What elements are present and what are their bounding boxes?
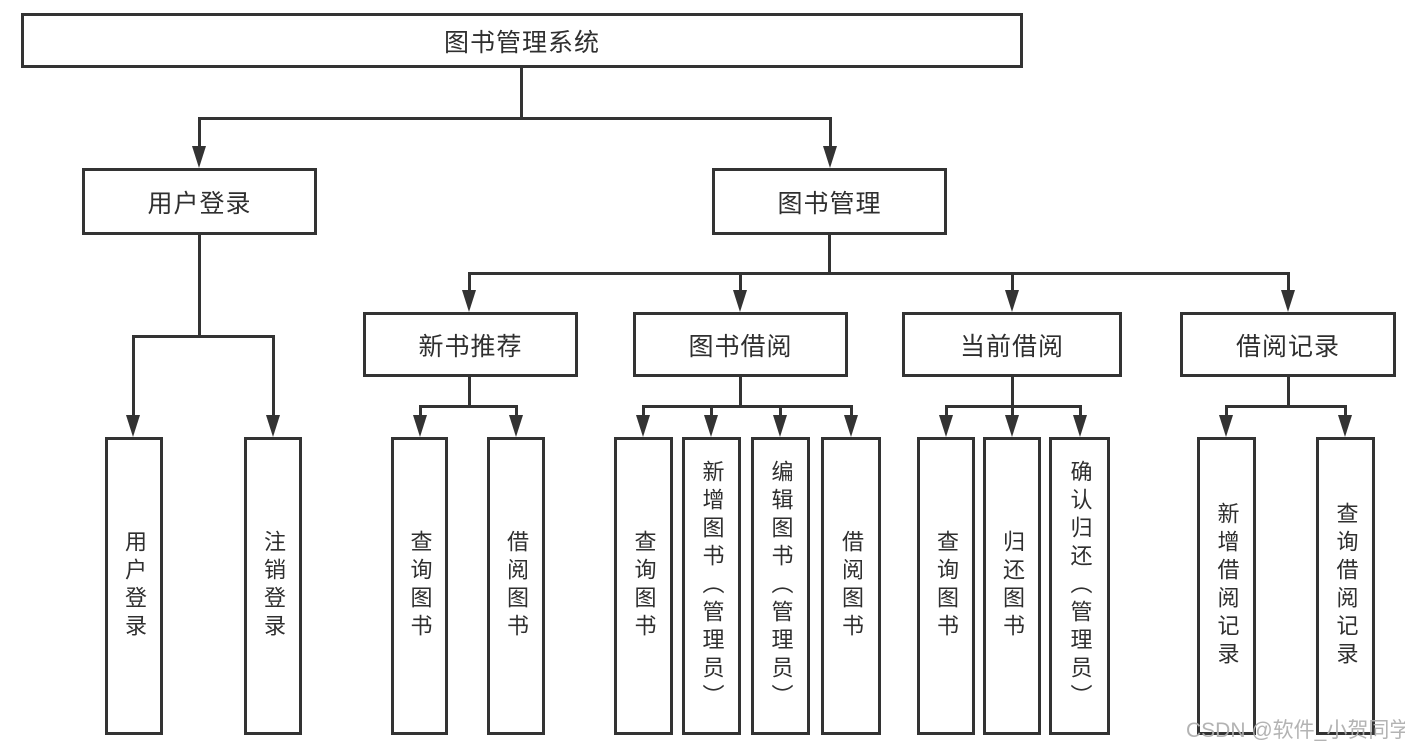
connector-drop-borrow: [739, 272, 742, 292]
arrow-records: [1281, 290, 1295, 312]
leaf-add-book-admin: 新增图书（管理员）: [682, 437, 741, 735]
node-user-login: 用户登录: [82, 168, 317, 235]
connector-current-stem: [1011, 377, 1014, 405]
leaf-borrow-book-label: 借阅图书: [839, 530, 864, 642]
connector-drop: [779, 405, 782, 417]
leaf-return-book: 归还图书: [983, 437, 1041, 735]
csdn-watermark: CSDN @软件_小贺同学: [1186, 719, 1405, 742]
node-new-book-recommend-label: 新书推荐: [418, 332, 523, 361]
leaf-recommend-borrow-book-label: 借阅图书: [504, 530, 529, 642]
leaf-borrow-book: 借阅图书: [821, 437, 881, 735]
connector-root-stem: [520, 68, 523, 117]
connector-drop: [515, 405, 518, 417]
connector-borrow-bar: [642, 405, 853, 408]
arrow-leaf: [844, 415, 858, 437]
leaf-edit-book-admin-label: 编辑图书（管理员）: [768, 460, 794, 712]
arrow-book-mgmt: [823, 146, 837, 168]
connector-drop: [1344, 405, 1347, 417]
arrow-user-login: [192, 146, 206, 168]
connector-drop: [642, 405, 645, 417]
arrow-leaf: [704, 415, 718, 437]
leaf-recommend-borrow-book: 借阅图书: [487, 437, 545, 735]
connector-drop: [1011, 405, 1014, 417]
node-root-label: 图书管理系统: [443, 28, 600, 57]
leaf-logout: 注销登录: [244, 437, 302, 735]
node-book-mgmt-label: 图书管理: [777, 189, 882, 218]
connector-recommend-bar: [419, 405, 518, 408]
connector-level2-bar: [198, 117, 832, 120]
arrow-leaf-logout: [266, 415, 280, 437]
arrow-current: [1005, 290, 1019, 312]
leaf-current-query-book: 查询图书: [917, 437, 975, 735]
connector-drop: [850, 405, 853, 417]
node-root: 图书管理系统: [21, 13, 1023, 68]
leaf-return-book-label: 归还图书: [1000, 530, 1025, 642]
connector-drop: [945, 405, 948, 417]
leaf-query-borrow-record: 查询借阅记录: [1316, 437, 1375, 735]
node-book-borrow: 图书借阅: [633, 312, 848, 377]
node-borrow-records: 借阅记录: [1180, 312, 1396, 377]
connector-drop-leaf-logout: [272, 335, 275, 417]
leaf-confirm-return-admin: 确认归还（管理员）: [1049, 437, 1110, 735]
node-current-borrow: 当前借阅: [902, 312, 1122, 377]
leaf-add-borrow-record-label: 新增借阅记录: [1214, 502, 1240, 670]
leaf-user-login-label: 用户登录: [122, 530, 147, 642]
node-borrow-records-label: 借阅记录: [1235, 332, 1340, 361]
leaf-user-login: 用户登录: [105, 437, 163, 735]
connector-book-mgmt-stem: [828, 235, 831, 272]
leaf-borrow-query-book-label: 查询图书: [631, 530, 657, 642]
node-user-login-label: 用户登录: [147, 189, 252, 218]
arrow-recommend: [462, 290, 476, 312]
leaf-borrow-query-book: 查询图书: [614, 437, 673, 735]
leaf-add-book-admin-label: 新增图书（管理员）: [699, 460, 725, 712]
leaf-add-borrow-record: 新增借阅记录: [1197, 437, 1256, 735]
node-book-borrow-label: 图书借阅: [688, 332, 793, 361]
leaf-confirm-return-admin-label: 确认归还（管理员）: [1067, 460, 1093, 712]
connector-drop-leaf-login: [132, 335, 135, 417]
node-book-mgmt: 图书管理: [712, 168, 947, 235]
connector-recommend-stem: [468, 377, 471, 405]
arrow-leaf: [1219, 415, 1233, 437]
arrow-leaf: [509, 415, 523, 437]
arrow-borrow: [733, 290, 747, 312]
connector-user-login-stem: [198, 235, 201, 335]
leaf-recommend-query-book-label: 查询图书: [407, 530, 433, 642]
connector-drop: [419, 405, 422, 417]
connector-drop-records: [1287, 272, 1290, 292]
arrow-leaf: [413, 415, 427, 437]
arrow-leaf: [636, 415, 650, 437]
arrow-leaf: [1338, 415, 1352, 437]
connector-drop-current: [1011, 272, 1014, 292]
connector-drop: [1225, 405, 1228, 417]
connector-drop-user-login: [198, 117, 201, 148]
arrow-leaf: [773, 415, 787, 437]
leaf-query-borrow-record-label: 查询借阅记录: [1333, 502, 1359, 670]
arrow-leaf: [939, 415, 953, 437]
connector-level3-bar: [468, 272, 1290, 275]
connector-drop: [1079, 405, 1082, 417]
arrow-leaf: [1005, 415, 1019, 437]
leaf-recommend-query-book: 查询图书: [391, 437, 448, 735]
leaf-logout-label: 注销登录: [261, 530, 286, 642]
connector-drop-recommend: [468, 272, 471, 292]
arrow-leaf-login: [126, 415, 140, 437]
connector-records-bar: [1225, 405, 1347, 408]
connector-borrow-stem: [739, 377, 742, 405]
connector-records-stem: [1287, 377, 1290, 405]
connector-drop-book-mgmt: [829, 117, 832, 148]
leaf-edit-book-admin: 编辑图书（管理员）: [751, 437, 810, 735]
node-new-book-recommend: 新书推荐: [363, 312, 578, 377]
arrow-leaf: [1073, 415, 1087, 437]
node-current-borrow-label: 当前借阅: [959, 332, 1064, 361]
connector-user-leaves-bar: [132, 335, 275, 338]
leaf-current-query-book-label: 查询图书: [934, 530, 959, 642]
connector-drop: [710, 405, 713, 417]
